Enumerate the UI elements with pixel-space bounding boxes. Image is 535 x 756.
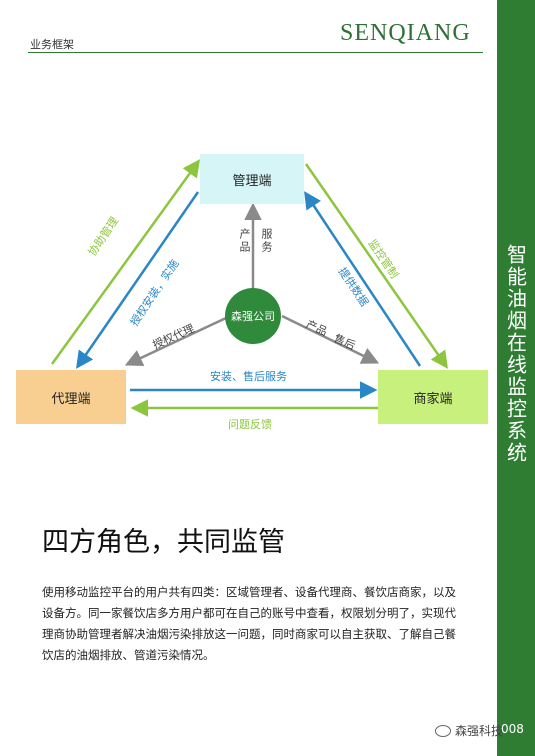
node-merchant: 商家端 — [378, 370, 488, 424]
main-heading: 四方角色，共同监管 — [42, 527, 285, 558]
sidebar-title: 智能油烟在线监控系统 — [503, 244, 528, 464]
arrow-agent-to-mgmt — [50, 159, 201, 365]
arrow-company-to-agent — [124, 316, 227, 366]
watermark: 森强科技 — [435, 722, 503, 739]
sidebar: 智能油烟在线监控系统 — [497, 0, 535, 756]
arrow-mgmt-to-merchant — [304, 163, 448, 369]
brand-logo: SENQIANG — [340, 20, 471, 46]
business-diagram: 管理端 代理端 商家端 森强公司 协助管理 授权安装，实施 监控管制 提供数据 … — [0, 140, 497, 440]
wechat-icon — [435, 724, 451, 737]
section-label: 业务框架 — [30, 38, 74, 51]
body-paragraph: 使用移动监控平台的用户共有四类：区域管理者、设备代理商、餐饮店商家，以及设备方。… — [42, 585, 456, 662]
arrow-company-to-merchant — [281, 314, 380, 364]
header-rule — [28, 52, 483, 53]
node-company: 森强公司 — [225, 288, 281, 344]
label-company-to-mgmt-b: 服务 — [260, 228, 273, 254]
label-agent-to-merchant: 安装、售后服务 — [210, 370, 287, 383]
label-company-to-mgmt-a: 产品 — [238, 228, 251, 254]
arrow-merchant-to-mgmt — [304, 191, 422, 367]
label-merchant-to-agent: 问题反馈 — [228, 418, 272, 431]
page-number: 008 — [501, 722, 524, 736]
node-management: 管理端 — [200, 154, 304, 204]
watermark-text: 森强科技 — [455, 724, 504, 738]
node-agent: 代理端 — [16, 370, 126, 424]
diagram-arrows — [50, 159, 448, 417]
arrow-mgmt-to-agent — [76, 191, 200, 369]
